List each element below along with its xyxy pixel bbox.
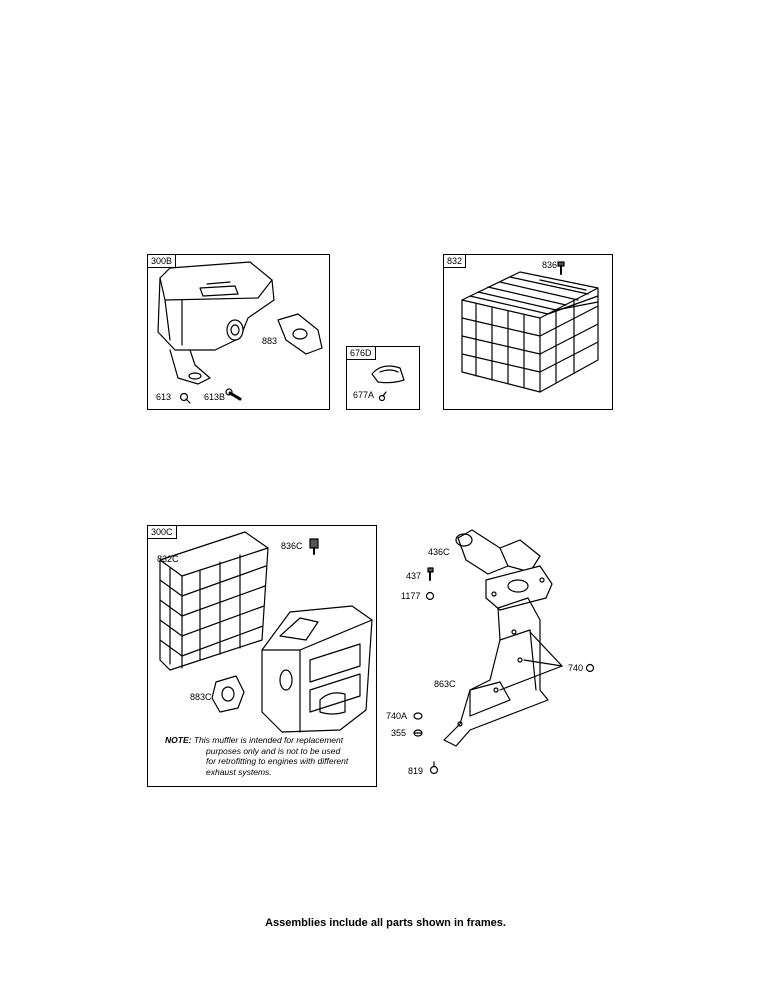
frame-676d: 676D (346, 346, 420, 410)
footer-note: Assemblies include all parts shown in fr… (265, 917, 506, 929)
frame-300c-tag: 300C (147, 525, 177, 539)
frame-676d-tag: 676D (346, 346, 376, 360)
label-836c: 836C (281, 541, 303, 551)
label-1177: 1177 (401, 591, 421, 601)
note-line-2: purposes only and is not to be used (206, 745, 341, 756)
frame-300b-tag: 300B (147, 254, 177, 268)
note-line-4: exhaust systems. (206, 766, 272, 777)
muffler-note: NOTE: This muffler is intended for repla… (165, 735, 375, 777)
label-677a: 677A (353, 390, 375, 400)
note-line-3: for retrofitting to engines with differe… (206, 756, 349, 766)
label-883: 883 (262, 336, 278, 346)
label-740: 740 (568, 663, 584, 673)
label-437: 437 (406, 571, 422, 581)
label-832c: 832C (157, 554, 179, 564)
note-line-1: This muffler is intended for replacement (193, 735, 344, 745)
label-740a: 740A (386, 711, 408, 721)
note-key: NOTE: (165, 735, 192, 745)
frame-300b: 300B (147, 254, 330, 410)
label-436c: 436C (428, 547, 450, 557)
frame-832-tag: 832 (443, 254, 467, 268)
label-613: 613 (156, 392, 172, 402)
label-863c: 863C (434, 679, 456, 689)
label-836: 836 (542, 260, 558, 270)
label-883c: 883C (190, 692, 212, 702)
label-613b: 613B (204, 392, 226, 402)
label-819: 819 (408, 766, 424, 776)
frame-832: 832 (443, 254, 613, 410)
label-355: 355 (391, 728, 407, 738)
